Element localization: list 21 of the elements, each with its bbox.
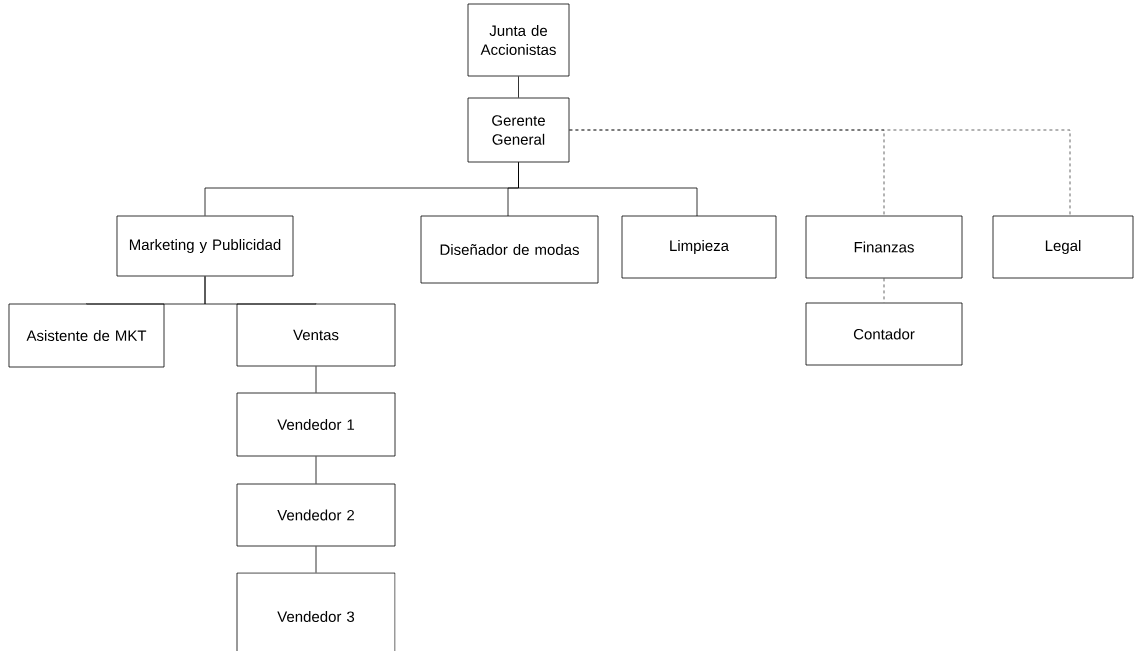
connector-line [569, 129, 1071, 217]
connector-line [518, 76, 519, 98]
org-box: Vendedor 2 [236, 483, 396, 547]
org-box: Ventas [236, 303, 396, 367]
connector-line [315, 546, 317, 573]
org-box: Gerente General [467, 97, 570, 163]
connector-line [315, 366, 317, 393]
connector-line [315, 456, 317, 484]
org-box: Vendedor 3 [236, 572, 396, 651]
org-box: Junta de Accionistas [467, 3, 570, 77]
org-box: Finanzas [805, 215, 963, 279]
org-box: Marketing y Publicidad [116, 215, 294, 277]
org-box: Legal [992, 215, 1134, 279]
org-box: Limpieza [621, 215, 777, 279]
connector-line [518, 162, 698, 217]
org-box: Vendedor 1 [236, 392, 396, 457]
org-box: Diseñador de modas [420, 215, 599, 284]
connector-line [883, 278, 885, 303]
connector-line [204, 276, 317, 305]
org-box: Asistente de MKT [8, 303, 165, 368]
org-box: Contador [805, 302, 963, 366]
